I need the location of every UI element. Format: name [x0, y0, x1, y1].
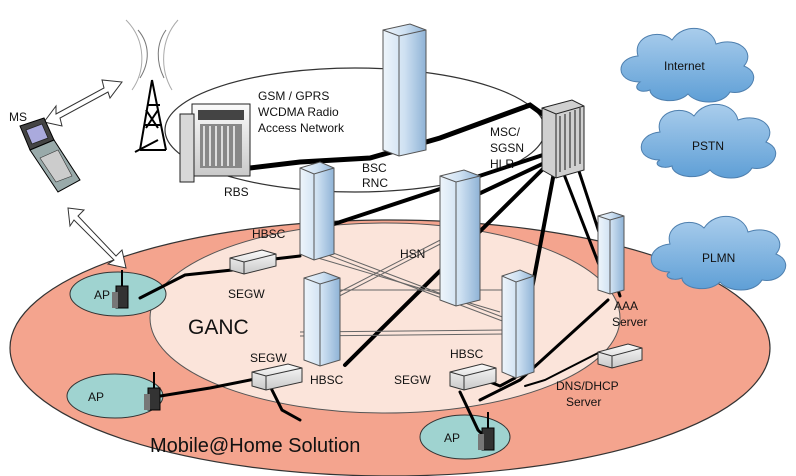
- bsc-rnc-tower: [382, 23, 427, 157]
- bsc-label: BSC: [362, 161, 387, 175]
- rbs-label: RBS: [224, 185, 249, 199]
- ganc-label: GANC: [188, 316, 249, 339]
- segw-right-box: [449, 363, 497, 391]
- hbsc-mid-tower: [303, 271, 341, 367]
- ap-device-3: [478, 412, 495, 451]
- ms-label: MS: [9, 110, 27, 124]
- hbsc-top-tower: [299, 161, 335, 261]
- hsn-label: HSN: [400, 247, 425, 261]
- ran-label-line-1: GSM / GPRS: [258, 89, 329, 103]
- aaa-label-line-1: AAA: [614, 299, 638, 313]
- pstn-label: PSTN: [692, 139, 724, 153]
- ran-label-line-3: Access Network: [258, 121, 345, 135]
- hbsc-right-tower: [501, 269, 535, 379]
- dns-label-line-1: DNS/DHCP: [556, 379, 619, 393]
- ran-label-line-2: WCDMA Radio: [258, 105, 339, 119]
- mobile-phone-icon: [19, 117, 81, 193]
- internet-label: Internet: [664, 59, 705, 73]
- segw-mid-box: [251, 363, 303, 391]
- radio-tower: [125, 19, 179, 153]
- ap-label-3: AP: [444, 431, 460, 445]
- solution-label: Mobile@Home Solution: [150, 435, 360, 457]
- segw-mid-label: SEGW: [250, 351, 287, 365]
- hbsc-right-label: HBSC: [450, 347, 484, 361]
- aaa-server-tower: [597, 211, 625, 295]
- segw-left-label: SEGW: [228, 287, 265, 301]
- internet-cloud: [620, 27, 755, 103]
- pstn-cloud: [640, 103, 777, 179]
- dns-dhcp-box: [597, 343, 643, 369]
- ap-device-2: [144, 372, 161, 411]
- segw-right-label: SEGW: [394, 373, 431, 387]
- hbsc-mid-label: HBSC: [310, 373, 344, 387]
- msc-label: MSC/: [490, 125, 521, 139]
- hsn-tower: [439, 169, 481, 307]
- sgsn-label: SGSN: [490, 141, 524, 155]
- plmn-cloud: [650, 215, 787, 291]
- hbsc-top-label: HBSC: [252, 227, 286, 241]
- rnc-label: RNC: [362, 176, 388, 190]
- hlr-label: HLR: [490, 157, 514, 171]
- segw-left-box: [229, 249, 277, 275]
- msc-rack-icon: [541, 99, 585, 179]
- aaa-label-line-2: Server: [612, 315, 647, 329]
- ap-label-1: AP: [94, 288, 110, 302]
- wireless-arrows: [43, 79, 127, 269]
- dns-label-line-2: Server: [566, 395, 601, 409]
- rbs-icon: [179, 103, 251, 183]
- ap-area-3: [419, 414, 511, 460]
- ap-device-1: [112, 270, 129, 309]
- ap-label-2: AP: [88, 390, 104, 404]
- plmn-label: PLMN: [702, 251, 735, 265]
